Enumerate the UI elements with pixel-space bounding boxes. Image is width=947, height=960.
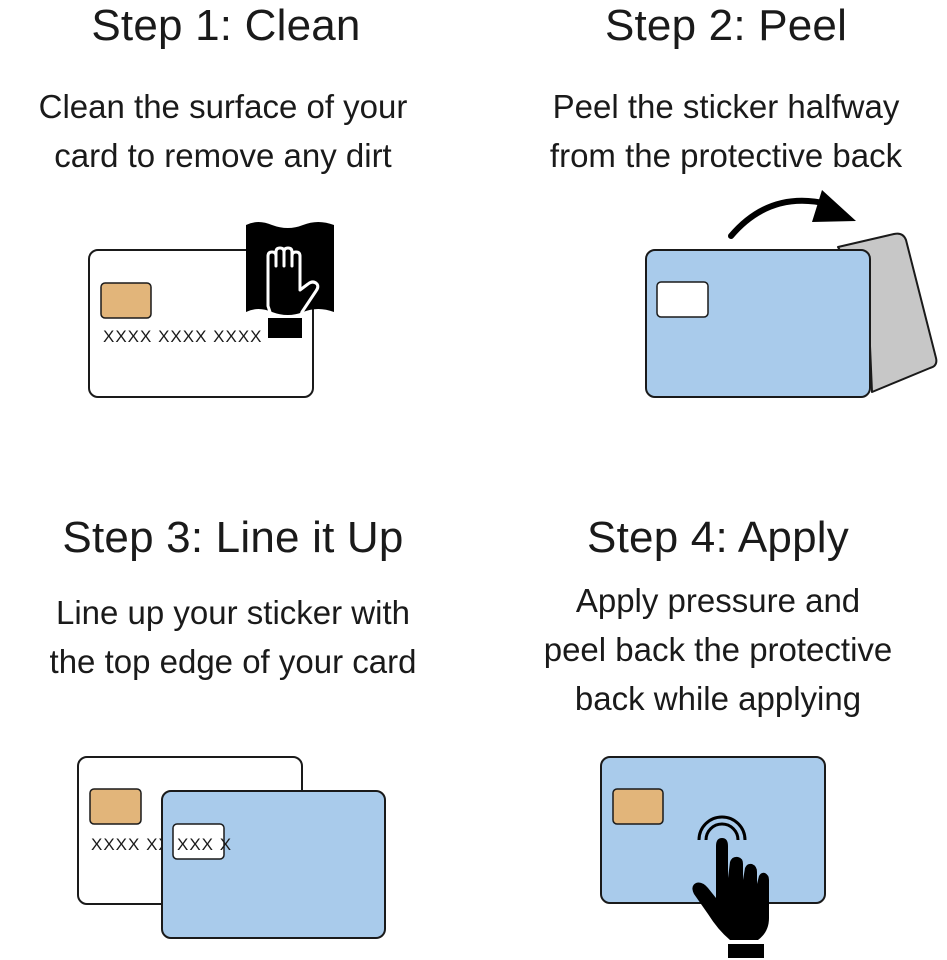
- step-4-line-1: Apply pressure and: [575, 582, 861, 619]
- step-3-sticker-window: [172, 823, 225, 860]
- curved-arrow-icon: [728, 190, 856, 239]
- step-4-description: Apply pressure and peel back the protect…: [492, 576, 944, 723]
- step-4-title: Step 4: Apply: [587, 513, 849, 562]
- step-2-line-1: Peel the sticker halfway: [552, 88, 900, 125]
- step-2-chip-window: [656, 281, 709, 318]
- step-4-card: [600, 756, 826, 904]
- step-3-description: Line up your sticker with the top edge o…: [14, 588, 452, 686]
- step-1-chip: [100, 282, 152, 319]
- step-2-line-2: from the protective back: [549, 137, 903, 174]
- step-3-line-1: Line up your sticker with: [56, 594, 410, 631]
- step-3-line-2: the top edge of your card: [49, 643, 417, 680]
- step-1-title: Step 1: Clean: [91, 1, 361, 50]
- step-2-protective-back: [837, 232, 938, 393]
- step-1-line-2: card to remove any dirt: [54, 137, 392, 174]
- step-1-description: Clean the surface of your card to remove…: [0, 82, 446, 180]
- step-3-sticker-number: XXX X: [177, 835, 232, 854]
- step-2-title: Step 2: Peel: [604, 1, 848, 50]
- step-3-sticker: [161, 790, 386, 939]
- step-1-card: [88, 249, 314, 398]
- step-4-chip: [612, 788, 664, 825]
- step-3-card: [77, 756, 303, 905]
- step-4-line-3: back while applying: [574, 680, 862, 717]
- finger-press-icon: [692, 815, 769, 958]
- step-3-title: Step 3: Line it Up: [62, 513, 404, 562]
- step-1-line-1: Clean the surface of your: [38, 88, 408, 125]
- step-3-card-number: XXXX XXXX XXXX: [91, 835, 251, 854]
- step-1-card-number: XXXX XXXX XXXX: [103, 327, 263, 346]
- step-3-chip: [89, 788, 142, 825]
- hand-wiping-cloth-icon: [246, 222, 334, 338]
- step-4-line-2: peel back the protective: [543, 631, 893, 668]
- step-2-sticker: [645, 249, 871, 398]
- step-2-description: Peel the sticker halfway from the protec…: [500, 82, 947, 180]
